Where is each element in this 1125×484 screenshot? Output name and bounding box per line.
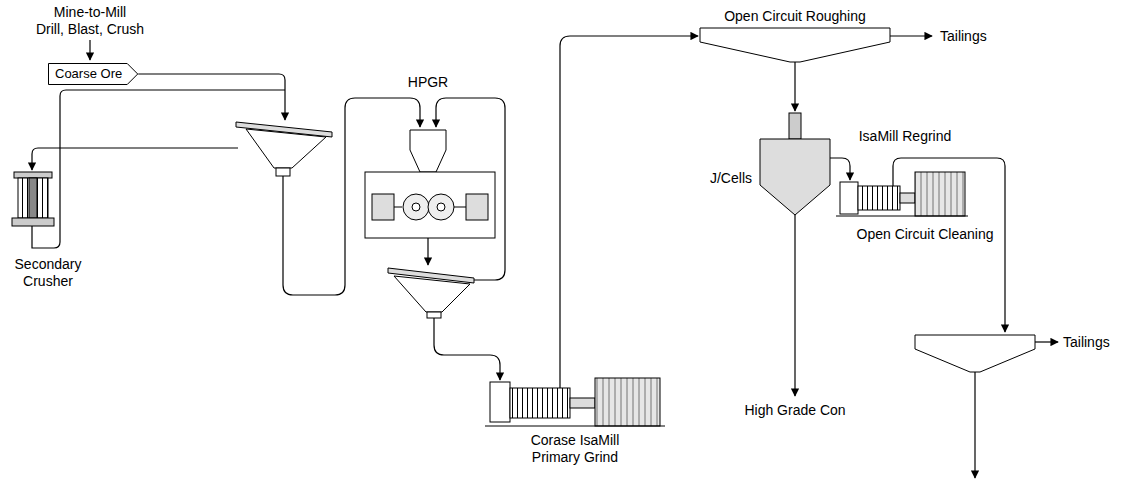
label: Open Circuit Cleaning	[857, 226, 994, 243]
flotation-cell	[915, 335, 1035, 372]
crusher-symbol	[12, 172, 54, 226]
isamill-symbol	[485, 378, 665, 426]
flow-line	[89, 40, 90, 60]
label: Open Circuit Roughing	[724, 8, 866, 25]
flow-line	[830, 158, 850, 180]
flow-line	[974, 372, 975, 478]
label: Drill, Blast, Crush	[36, 21, 144, 38]
isamill-symbol	[836, 172, 968, 216]
jameson-cell	[760, 113, 830, 215]
flow-line	[560, 36, 698, 388]
flotation-cell	[700, 28, 890, 62]
screen-symbol	[236, 122, 332, 176]
flow-line	[427, 238, 428, 265]
node-text: Coarse Ore	[48, 63, 138, 85]
flow-line	[138, 74, 285, 120]
flow-line	[434, 318, 500, 380]
offpage-connector: Coarse Ore	[48, 63, 138, 85]
label: High Grade Con	[744, 402, 845, 419]
label: HPGR	[408, 74, 448, 91]
flow-line	[794, 62, 795, 111]
label: Corase IsaMill Primary Grind	[519, 432, 631, 466]
label: Mine-to-Mill	[54, 4, 126, 21]
label: IsaMill Regrind	[859, 128, 952, 145]
flow-line	[32, 148, 238, 170]
flow-line	[1035, 341, 1058, 342]
flow-line	[794, 215, 795, 396]
label: Tailings	[1063, 334, 1110, 351]
label: Tailings	[940, 28, 987, 45]
label: J/Cells	[710, 170, 752, 187]
screen-symbol	[388, 268, 474, 318]
flow-line	[893, 158, 1005, 332]
flow-line	[890, 35, 932, 36]
label: Secondary Crusher	[7, 256, 89, 290]
flow-line	[32, 90, 285, 248]
hpgr-symbol	[365, 130, 495, 238]
